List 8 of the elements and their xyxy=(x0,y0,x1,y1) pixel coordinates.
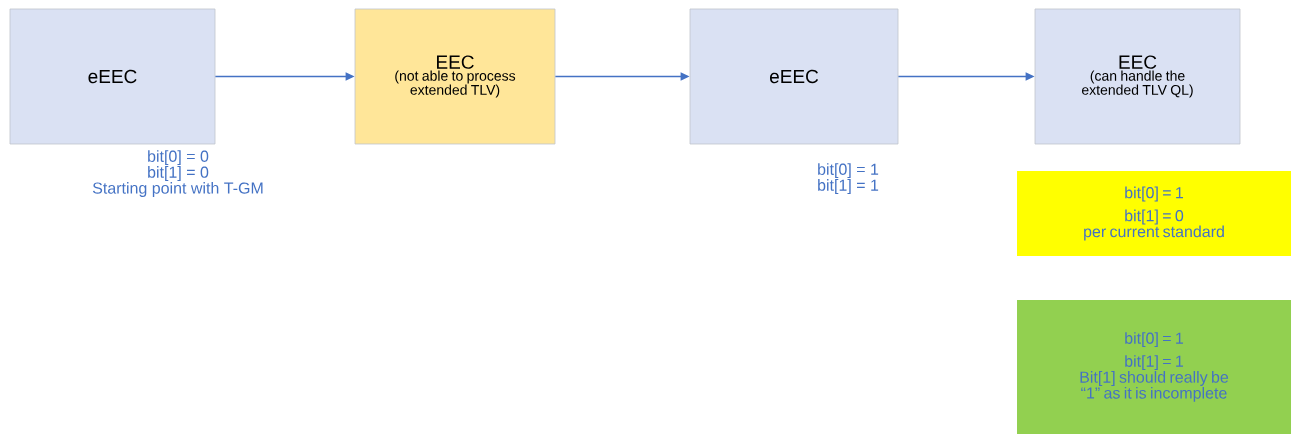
note-box: bit[0] = 1 bit[1] = 0 per current standard xyxy=(1017,171,1291,256)
process-box: EEC (not able to process extended TLV) xyxy=(354,8,556,145)
process-box: eEEC xyxy=(689,8,899,145)
bit-note: bit[0] = 0 bit[1] = 0 Starting point with T-GM xyxy=(92,150,263,197)
process-box: eEEC xyxy=(9,8,216,145)
note-box: bit[0] = 1 bit[1] = 1 Bit[1] should really be “1” as it is incomplete xyxy=(1017,300,1291,434)
process-box: EEC (can handle the extended TLV QL) xyxy=(1034,8,1241,145)
bit-note: bit[0] = 1 bit[1] = 1 xyxy=(818,163,879,195)
